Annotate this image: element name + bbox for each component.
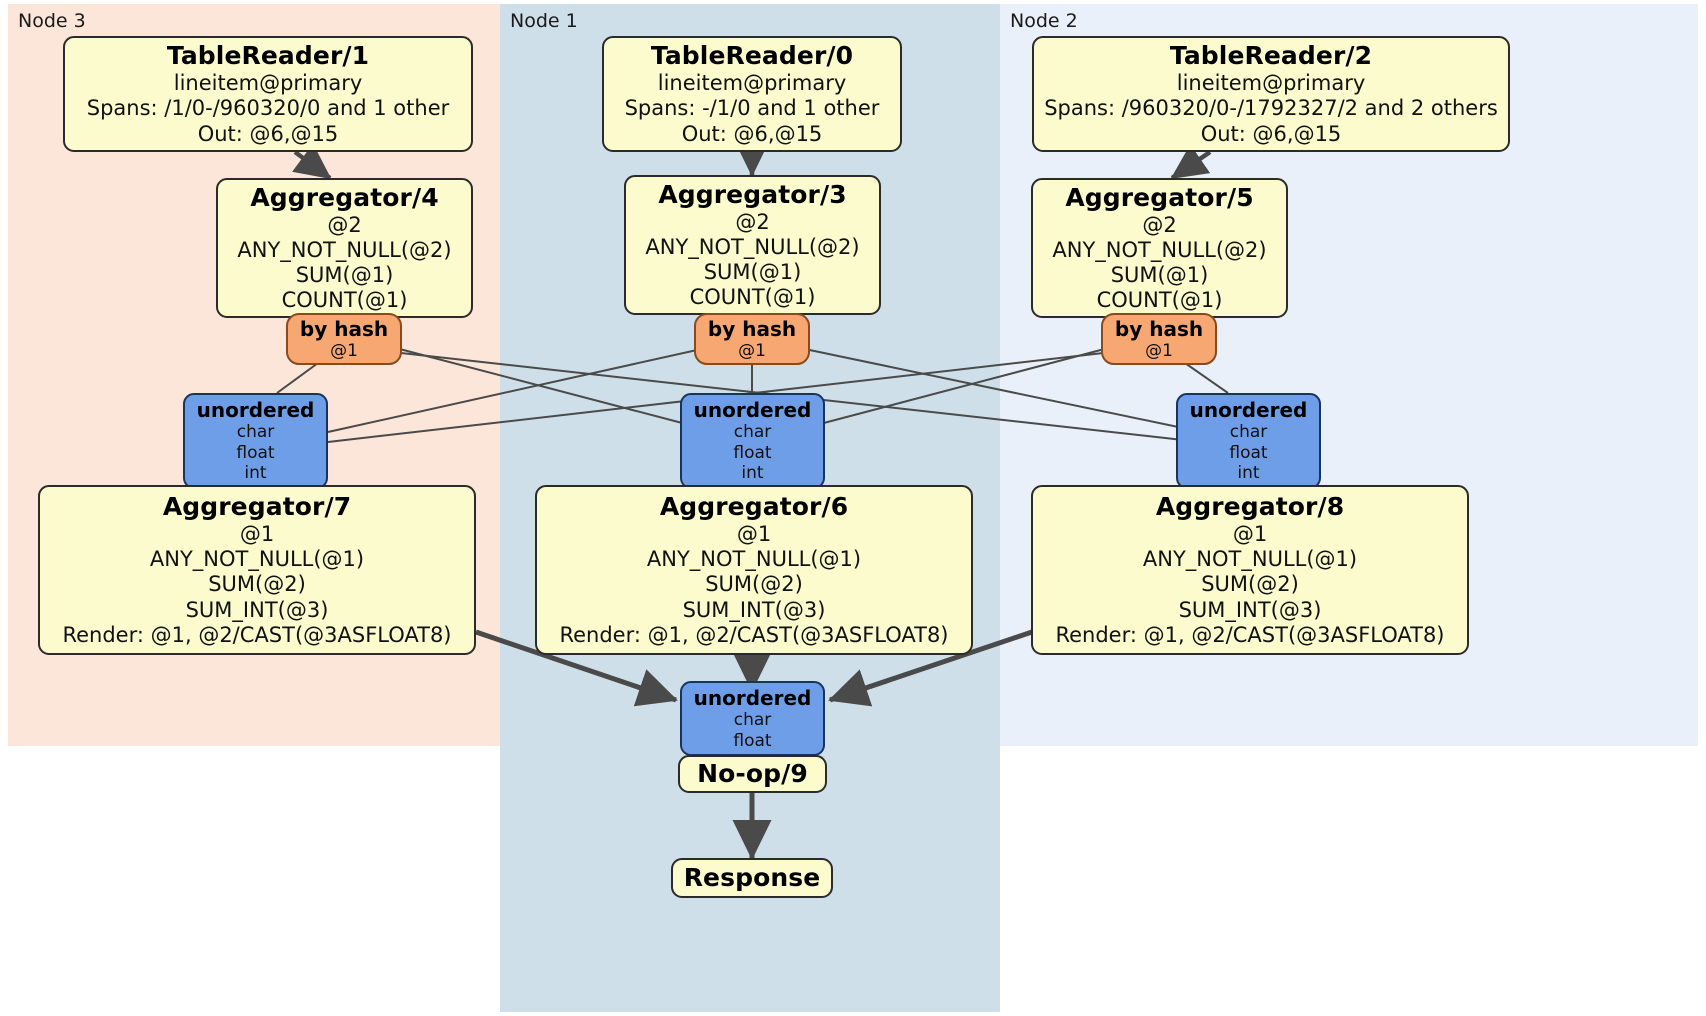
box-title: Aggregator/8 [1155, 492, 1345, 522]
box-title: TableReader/2 [1169, 41, 1373, 71]
synchronizer-unordered-right[interactable]: unordered char float int [1176, 393, 1321, 489]
box-table: lineitem@primary [657, 71, 847, 96]
sync-title: unordered [1189, 398, 1308, 423]
synchronizer-unordered-mid[interactable]: unordered char float int [680, 393, 825, 489]
router-column: @1 [738, 340, 766, 361]
box-title: Aggregator/4 [250, 182, 439, 212]
synchronizer-unordered-left[interactable]: unordered char float int [183, 393, 328, 489]
box-title: Aggregator/7 [162, 492, 352, 522]
processor-noop-9[interactable]: No-op/9 [678, 755, 827, 793]
box-func-2: SUM(@2) [1201, 572, 1299, 597]
box-group: @1 [1232, 522, 1268, 547]
box-func-2: SUM(@1) [1110, 263, 1209, 287]
box-out: Out: @6,@15 [681, 121, 823, 146]
box-func-3: SUM_INT(@3) [1178, 597, 1322, 622]
box-func-1: ANY_NOT_NULL(@1) [646, 547, 862, 572]
node-panel-label-node2: Node 2 [1010, 10, 1078, 32]
box-render: Render: @1, @2/CAST(@3ASFLOAT8) [62, 622, 452, 647]
box-func-2: SUM(@1) [295, 263, 394, 287]
box-out: Out: @6,@15 [197, 121, 339, 146]
router-column: @1 [330, 340, 358, 361]
box-group: @2 [1142, 212, 1177, 237]
router-column: @1 [1145, 340, 1173, 361]
box-render: Render: @1, @2/CAST(@3ASFLOAT8) [559, 622, 949, 647]
processor-tablereader-0[interactable]: TableReader/0 lineitem@primary Spans: -/… [602, 36, 902, 152]
sync-type-1: char [236, 422, 275, 443]
box-func-3: COUNT(@1) [1096, 288, 1223, 313]
sync-type-2: float [733, 730, 772, 751]
processor-aggregator-7[interactable]: Aggregator/7 @1 ANY_NOT_NULL(@1) SUM(@2)… [38, 485, 476, 655]
box-group: @1 [239, 522, 275, 547]
sync-type-3: int [741, 463, 764, 484]
box-func-3: SUM_INT(@3) [682, 597, 826, 622]
processor-aggregator-8[interactable]: Aggregator/8 @1 ANY_NOT_NULL(@1) SUM(@2)… [1031, 485, 1469, 655]
node-panel-label-node1: Node 1 [510, 10, 578, 32]
box-title: TableReader/1 [166, 41, 370, 71]
sync-type-1: char [1229, 422, 1268, 443]
sync-title: unordered [693, 686, 812, 711]
box-func-1: ANY_NOT_NULL(@2) [1052, 237, 1267, 262]
router-title: by hash [707, 316, 797, 341]
node-panel-label-node3: Node 3 [18, 10, 86, 32]
synchronizer-unordered-final[interactable]: unordered char float [680, 681, 825, 756]
router-by-hash-left[interactable]: by hash @1 [286, 313, 402, 365]
box-group: @2 [327, 212, 362, 237]
router-by-hash-right[interactable]: by hash @1 [1101, 313, 1217, 365]
sync-type-1: char [733, 422, 772, 443]
sync-type-3: int [244, 463, 267, 484]
box-func-3: COUNT(@1) [281, 288, 408, 313]
router-title: by hash [1114, 316, 1204, 341]
box-func-2: SUM(@2) [705, 572, 803, 597]
processor-aggregator-5[interactable]: Aggregator/5 @2 ANY_NOT_NULL(@2) SUM(@1)… [1031, 178, 1288, 318]
processor-aggregator-6[interactable]: Aggregator/6 @1 ANY_NOT_NULL(@1) SUM(@2)… [535, 485, 973, 655]
box-title: Aggregator/3 [658, 179, 847, 209]
box-table: lineitem@primary [173, 71, 363, 96]
sync-type-2: float [236, 442, 275, 463]
sync-type-2: float [733, 442, 772, 463]
box-group: @2 [735, 209, 770, 234]
sync-title: unordered [196, 398, 315, 423]
box-spans: Spans: /1/0-/960320/0 and 1 other [86, 96, 450, 121]
sync-title: unordered [693, 398, 812, 423]
sync-type-1: char [733, 710, 772, 731]
processor-aggregator-3[interactable]: Aggregator/3 @2 ANY_NOT_NULL(@2) SUM(@1)… [624, 175, 881, 315]
box-func-3: COUNT(@1) [689, 285, 816, 310]
output-response[interactable]: Response [671, 858, 833, 898]
router-by-hash-mid[interactable]: by hash @1 [694, 313, 810, 365]
box-title: Response [683, 863, 821, 892]
box-render: Render: @1, @2/CAST(@3ASFLOAT8) [1055, 622, 1445, 647]
box-func-3: SUM_INT(@3) [185, 597, 329, 622]
box-spans: Spans: -/1/0 and 1 other [624, 96, 880, 121]
box-title: No-op/9 [697, 759, 808, 788]
box-func-1: ANY_NOT_NULL(@1) [1142, 547, 1358, 572]
sync-type-3: int [1237, 463, 1260, 484]
sync-type-2: float [1229, 442, 1268, 463]
box-group: @1 [736, 522, 772, 547]
box-func-2: SUM(@2) [208, 572, 306, 597]
box-func-1: ANY_NOT_NULL(@2) [645, 234, 860, 259]
box-func-1: ANY_NOT_NULL(@2) [237, 237, 452, 262]
processor-tablereader-2[interactable]: TableReader/2 lineitem@primary Spans: /9… [1032, 36, 1510, 152]
router-title: by hash [299, 316, 389, 341]
box-table: lineitem@primary [1176, 71, 1366, 96]
box-title: Aggregator/5 [1065, 182, 1254, 212]
processor-aggregator-4[interactable]: Aggregator/4 @2 ANY_NOT_NULL(@2) SUM(@1)… [216, 178, 473, 318]
box-out: Out: @6,@15 [1200, 121, 1342, 146]
box-title: TableReader/0 [650, 41, 854, 71]
box-func-1: ANY_NOT_NULL(@1) [149, 547, 365, 572]
box-spans: Spans: /960320/0-/1792327/2 and 2 others [1044, 96, 1498, 121]
box-title: Aggregator/6 [659, 492, 849, 522]
processor-tablereader-1[interactable]: TableReader/1 lineitem@primary Spans: /1… [63, 36, 473, 152]
box-func-2: SUM(@1) [703, 260, 802, 284]
